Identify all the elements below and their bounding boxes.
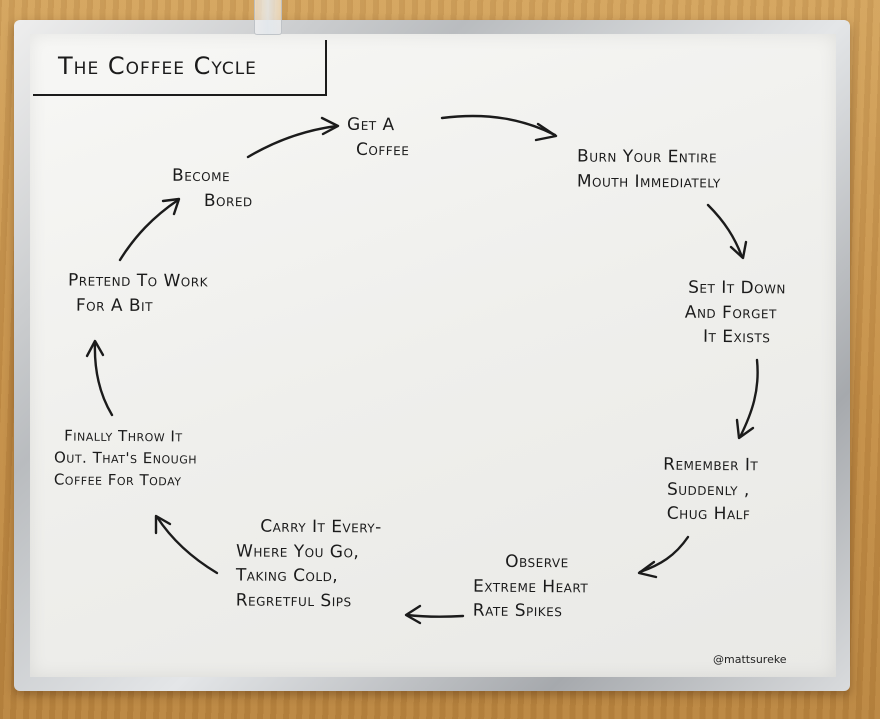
step-burn-mouth: Burn Your Entire Mouth Immediately (577, 144, 721, 194)
step-become-bored: Become Bored (172, 164, 253, 214)
artist-credit: @mattsureke (713, 653, 787, 666)
step-line: Carry It Every- (260, 516, 382, 538)
step-throw-it-out: Finally Throw It Out. That's Enough Coff… (54, 426, 197, 492)
step-line: And Forget (684, 302, 777, 323)
step-line: Chug Half (666, 503, 751, 525)
step-line: Set It Down (688, 277, 786, 299)
step-line: Regretful Sips (235, 590, 352, 612)
step-line: It Exists (702, 327, 771, 348)
step-observe-heart-rate: Observe Extreme Heart Rate Spikes (473, 550, 589, 625)
step-line: Rate Spikes (472, 600, 563, 622)
step-get-a-coffee: Get A Coffee (347, 113, 413, 163)
step-set-it-down: Set It Down And Forget It Exists (676, 276, 786, 351)
step-line: Suddenly , (666, 479, 750, 500)
step-remember-it: Remember It Suddenly , Chug Half (663, 453, 759, 528)
step-line: Observe (505, 551, 569, 573)
step-line: Pretend To Work (68, 270, 209, 292)
step-line: Taking Cold, (235, 565, 339, 587)
title-box (33, 40, 327, 96)
step-carry-it-everywhere: Carry It Every- Where You Go, Taking Col… (236, 514, 382, 614)
step-line: Burn Your Entire (577, 146, 718, 168)
step-line: Where You Go, (236, 541, 360, 562)
step-line: Mouth Immediately (576, 171, 721, 193)
step-line: For A Bit (75, 295, 154, 316)
step-line: Get A (347, 114, 395, 136)
step-line: Extreme Heart (472, 576, 589, 598)
step-line: Out. That's Enough (53, 448, 198, 468)
step-line: Become (172, 165, 231, 187)
diagram-title: The Coffee Cycle (58, 52, 257, 80)
step-line: Bored (203, 190, 253, 211)
step-line: Remember It (663, 454, 759, 476)
step-pretend-to-work: Pretend To Work For A Bit (68, 269, 208, 319)
step-line: Coffee For Today (53, 470, 182, 489)
step-line: Finally Throw It (64, 426, 183, 446)
step-line: Coffee (356, 139, 410, 160)
mounting-clip (254, 0, 282, 35)
whiteboard-surface (30, 34, 836, 677)
